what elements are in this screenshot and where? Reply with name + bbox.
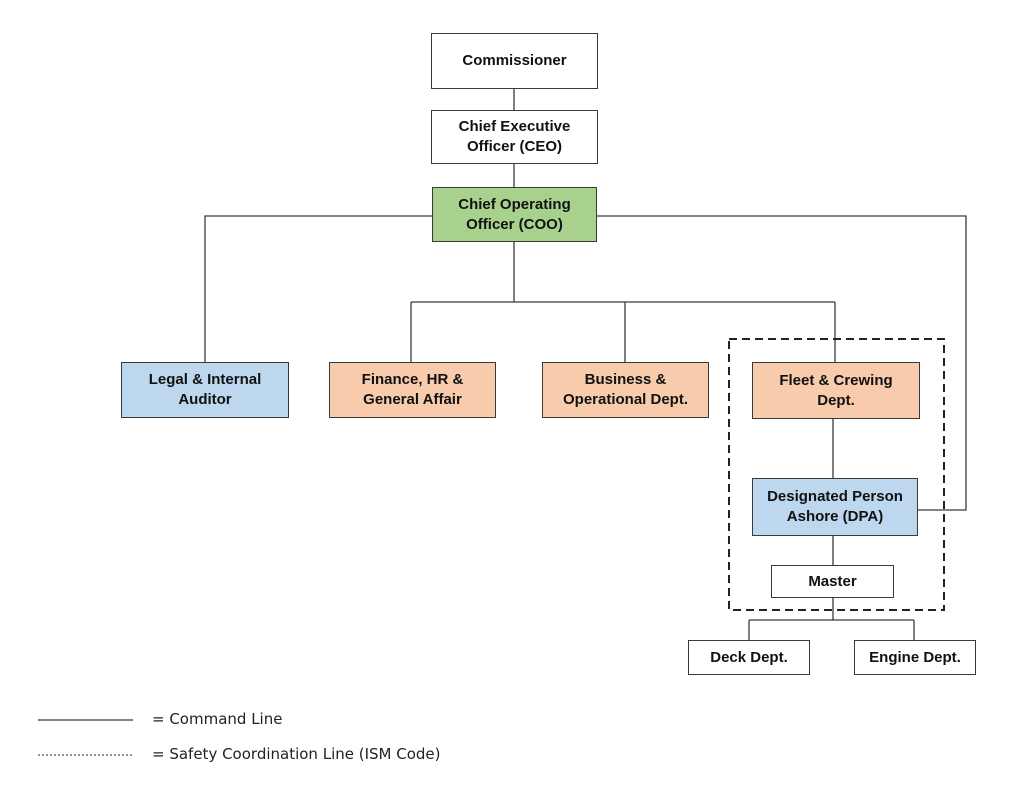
master-label: Master	[808, 572, 857, 590]
commissioner-label: Commissioner	[462, 52, 567, 69]
legend-safety-line-label: = Safety Coordination Line (ISM Code)	[152, 745, 441, 763]
coo-box: Chief Operating Officer (COO)	[432, 187, 597, 242]
finance-box: Finance, HR & General Affair	[329, 362, 496, 418]
dpa-label: Designated Person Ashore (DPA)	[767, 488, 903, 525]
deck-box: Deck Dept.	[688, 640, 810, 675]
fleet-label: Fleet & Crewing Dept.	[779, 371, 893, 409]
legal-label: Legal & Internal Auditor	[148, 371, 262, 408]
ceo-box: Chief Executive Officer (CEO)	[431, 110, 598, 164]
engine-label: Engine Dept.	[869, 648, 961, 666]
business-box: Business & Operational Dept.	[542, 362, 709, 418]
fleet-box: Fleet & Crewing Dept.	[752, 362, 920, 419]
connector-coo-legal	[204, 215, 432, 362]
commissioner-box: Commissioner	[431, 33, 598, 89]
ceo-label: Chief Executive Officer (CEO)	[458, 118, 571, 155]
deck-label: Deck Dept.	[710, 648, 788, 666]
coo-label: Chief Operating Officer (COO)	[458, 195, 571, 233]
master-box: Master	[771, 565, 894, 598]
finance-label: Finance, HR & General Affair	[361, 371, 464, 408]
legend-command-line-label: = Command Line	[152, 710, 283, 728]
business-label: Business & Operational Dept.	[562, 371, 689, 408]
legal-box: Legal & Internal Auditor	[121, 362, 289, 418]
connector-coo-dpa	[597, 215, 967, 511]
dpa-box: Designated Person Ashore (DPA)	[752, 478, 918, 536]
engine-box: Engine Dept.	[854, 640, 976, 675]
safety-coordination-boundary	[728, 338, 945, 611]
